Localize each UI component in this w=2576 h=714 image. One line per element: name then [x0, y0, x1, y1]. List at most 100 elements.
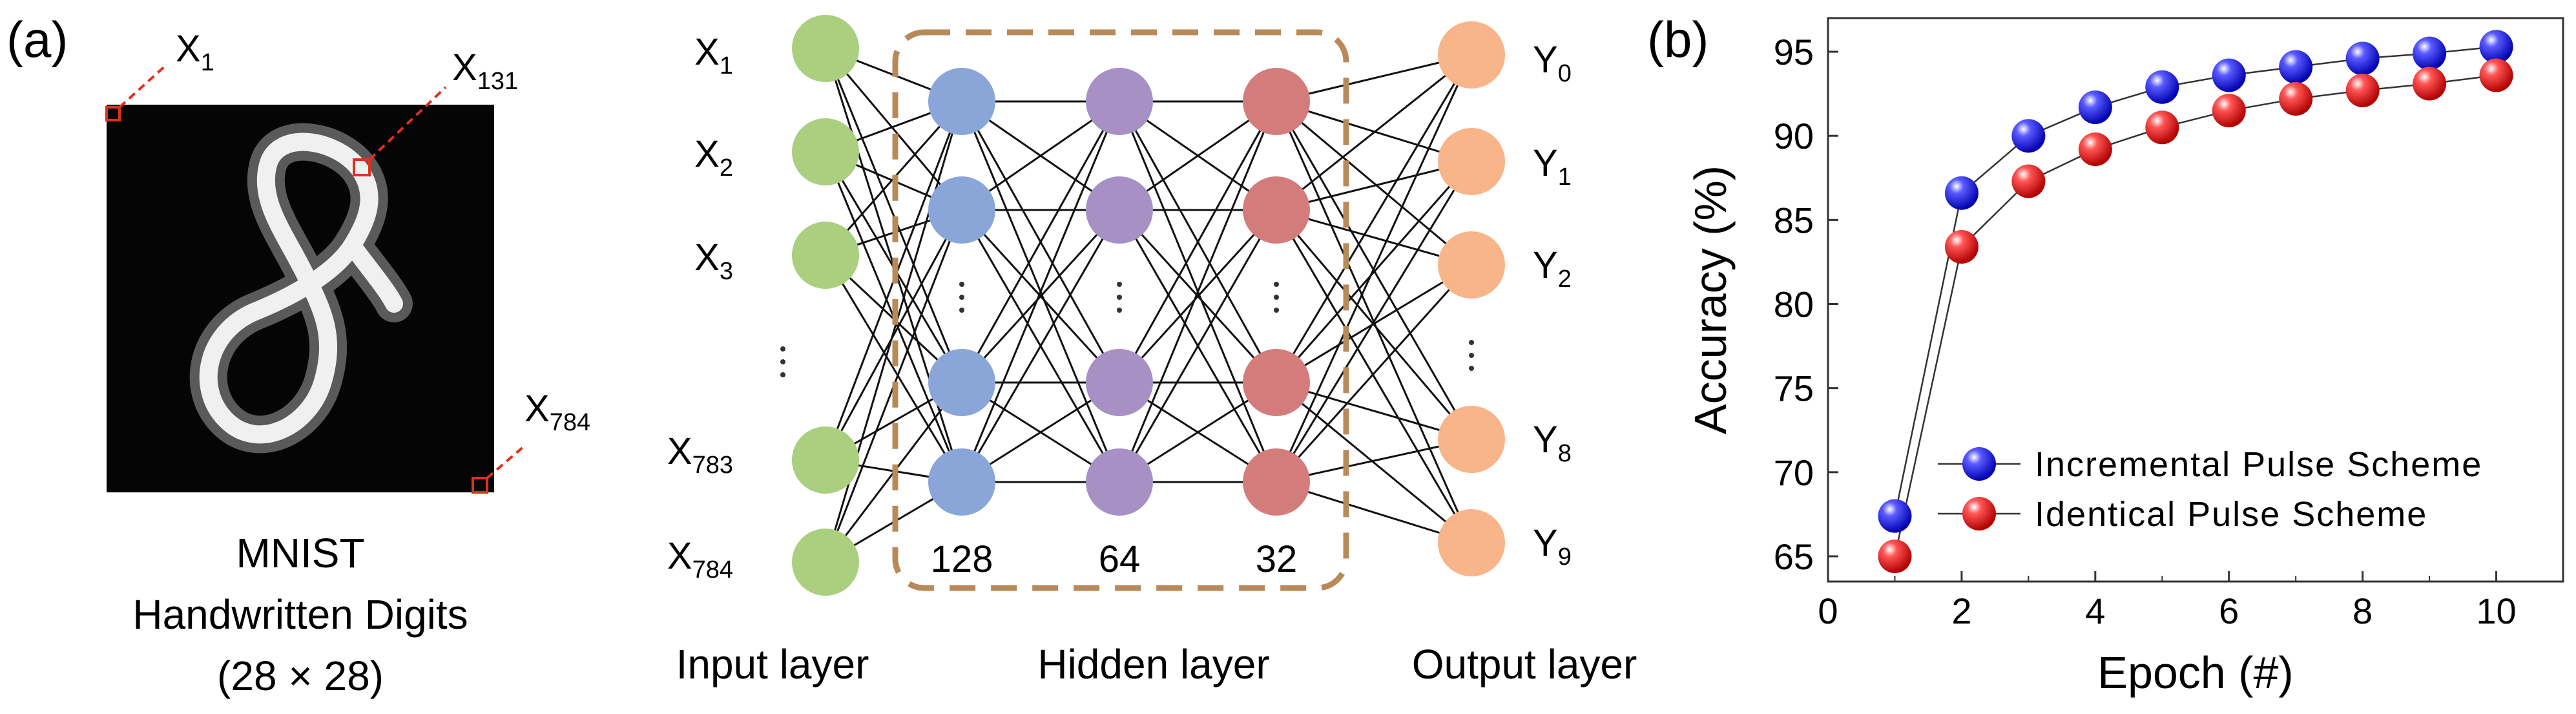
pixel-marker-x784-leader [486, 445, 526, 479]
series-1-point-8 [2345, 73, 2380, 107]
hidden3-node-1 [1243, 176, 1310, 244]
connection-input-0-hidden1-2 [824, 48, 963, 383]
x-tick-label-2: 2 [1951, 591, 1971, 631]
x-axis-title: Epoch (#) [2097, 647, 2293, 698]
pixel-label-x784: X784 [525, 388, 590, 436]
input-label-x3: X3 [694, 236, 733, 285]
hidden-layer-label: Hidden layer [1037, 641, 1269, 688]
hidden-size-64: 64 [1099, 538, 1141, 580]
connection-input-4-hidden1-0 [824, 101, 963, 563]
series-1-point-3 [2011, 164, 2046, 198]
connection-hidden2-3-hidden3-1 [1118, 209, 1278, 483]
connection-hidden1-3-hidden2-1 [961, 209, 1121, 483]
input-layer-label: Input layer [676, 641, 869, 688]
series-1-point-7 [2279, 81, 2313, 116]
output-layer-label: Output layer [1412, 641, 1637, 688]
connection-hidden3-2-output-3 [1276, 381, 1472, 441]
series-0-point-2 [1944, 176, 1979, 210]
pixel-marker-x131-leader [368, 86, 447, 161]
connection-hidden1-2-hidden2-1 [961, 209, 1121, 384]
series-lines [1894, 46, 2497, 557]
input-label-x2: X2 [694, 133, 733, 182]
legend-label-incremental: Incremental Pulse Scheme [2035, 445, 2482, 484]
series-1-point-1 [1878, 539, 1912, 573]
y-tick-label-80: 80 [1774, 284, 1814, 325]
connection-hidden3-3-output-1 [1275, 161, 1473, 483]
connection-hidden3-0-output-2 [1276, 100, 1472, 266]
network-nodes [792, 15, 1505, 596]
mnist-caption-line1: MNIST [236, 530, 364, 576]
series-0-point-3 [2011, 119, 2046, 153]
connection-hidden3-1-output-2 [1276, 209, 1472, 266]
connection-hidden1-3-hidden2-0 [961, 101, 1121, 483]
connection-hidden3-1-output-0 [1276, 54, 1472, 211]
mnist-caption-line3: (28 × 28) [217, 653, 384, 699]
connection-input-0-hidden1-1 [824, 48, 963, 211]
panel-a-label: (a) [6, 11, 68, 68]
pixel-label-x131: X131 [452, 47, 518, 95]
connection-hidden3-1-output-4 [1275, 209, 1473, 543]
connection-hidden2-2-hidden3-1 [1118, 209, 1278, 384]
x-tick-label-8: 8 [2353, 591, 2373, 631]
connection-hidden3-3-output-0 [1275, 54, 1473, 483]
connection-hidden1-2-hidden2-0 [961, 101, 1121, 383]
series-1-point-2 [1944, 230, 1979, 264]
connection-hidden3-3-output-4 [1276, 481, 1472, 544]
digit-stroke-core [199, 132, 403, 444]
pixel-label-x1: X1 [176, 28, 214, 76]
mnist-image [107, 105, 494, 492]
output-label-y2: Y2 [1533, 244, 1572, 293]
output-node-0 [1438, 21, 1505, 89]
legend: Incremental Pulse Scheme Identical Pulse… [1938, 445, 2482, 534]
input-node-0 [792, 15, 859, 82]
input-label-x783: X783 [667, 430, 733, 479]
input-label-x784: X784 [667, 535, 733, 583]
y-tick-label-65: 65 [1774, 536, 1814, 577]
hidden1-node-1 [928, 176, 995, 244]
series-1-point-9 [2413, 67, 2447, 101]
input-node-2 [792, 222, 859, 289]
pixel-marker-x131 [353, 158, 371, 176]
hidden3-node-3 [1243, 448, 1310, 516]
output-label-y9: Y9 [1533, 522, 1572, 571]
hidden-size-32: 32 [1256, 538, 1298, 580]
output-node-2 [1438, 231, 1505, 299]
x-tick-label-0: 0 [1818, 591, 1838, 631]
connection-hidden3-3-output-2 [1275, 264, 1473, 483]
connection-hidden3-2-output-2 [1276, 264, 1472, 384]
legend-marker-identical [1962, 497, 1996, 530]
series-1-point-6 [2212, 94, 2246, 128]
input-node-1 [792, 118, 859, 185]
series-line-1 [1894, 74, 2497, 557]
series-0-point-6 [2212, 58, 2246, 92]
output-label-y0: Y0 [1533, 39, 1572, 87]
input-node-4 [792, 529, 859, 596]
x-tick-label-6: 6 [2219, 591, 2239, 631]
hidden3-node-2 [1243, 349, 1310, 416]
series-0-point-10 [2479, 30, 2513, 64]
hidden1-node-3 [928, 448, 995, 516]
y-axis-title: Accuracy (%) [1685, 165, 1736, 434]
output-node-3 [1438, 406, 1505, 473]
digit-eight-stroke [189, 123, 413, 454]
output-node-1 [1438, 128, 1505, 195]
connection-hidden3-2-output-4 [1276, 381, 1472, 544]
hidden1-node-0 [928, 68, 995, 135]
series-0-point-7 [2279, 50, 2313, 84]
hidden2-node-1 [1086, 176, 1153, 244]
connection-hidden2-2-hidden3-0 [1118, 101, 1278, 383]
pixel-marker-x784 [472, 477, 488, 494]
y-tick-label-75: 75 [1774, 368, 1814, 409]
output-label-y1: Y1 [1533, 142, 1572, 191]
legend-marker-incremental [1962, 447, 1996, 481]
connection-input-2-hidden1-3 [824, 255, 963, 483]
hidden-layer-box [892, 29, 1349, 591]
output-node-4 [1438, 509, 1505, 576]
y-tick-label-85: 85 [1774, 200, 1814, 240]
series-0-point-9 [2413, 36, 2447, 70]
series-1-point-5 [2145, 110, 2179, 145]
series-0-point-8 [2345, 41, 2380, 76]
